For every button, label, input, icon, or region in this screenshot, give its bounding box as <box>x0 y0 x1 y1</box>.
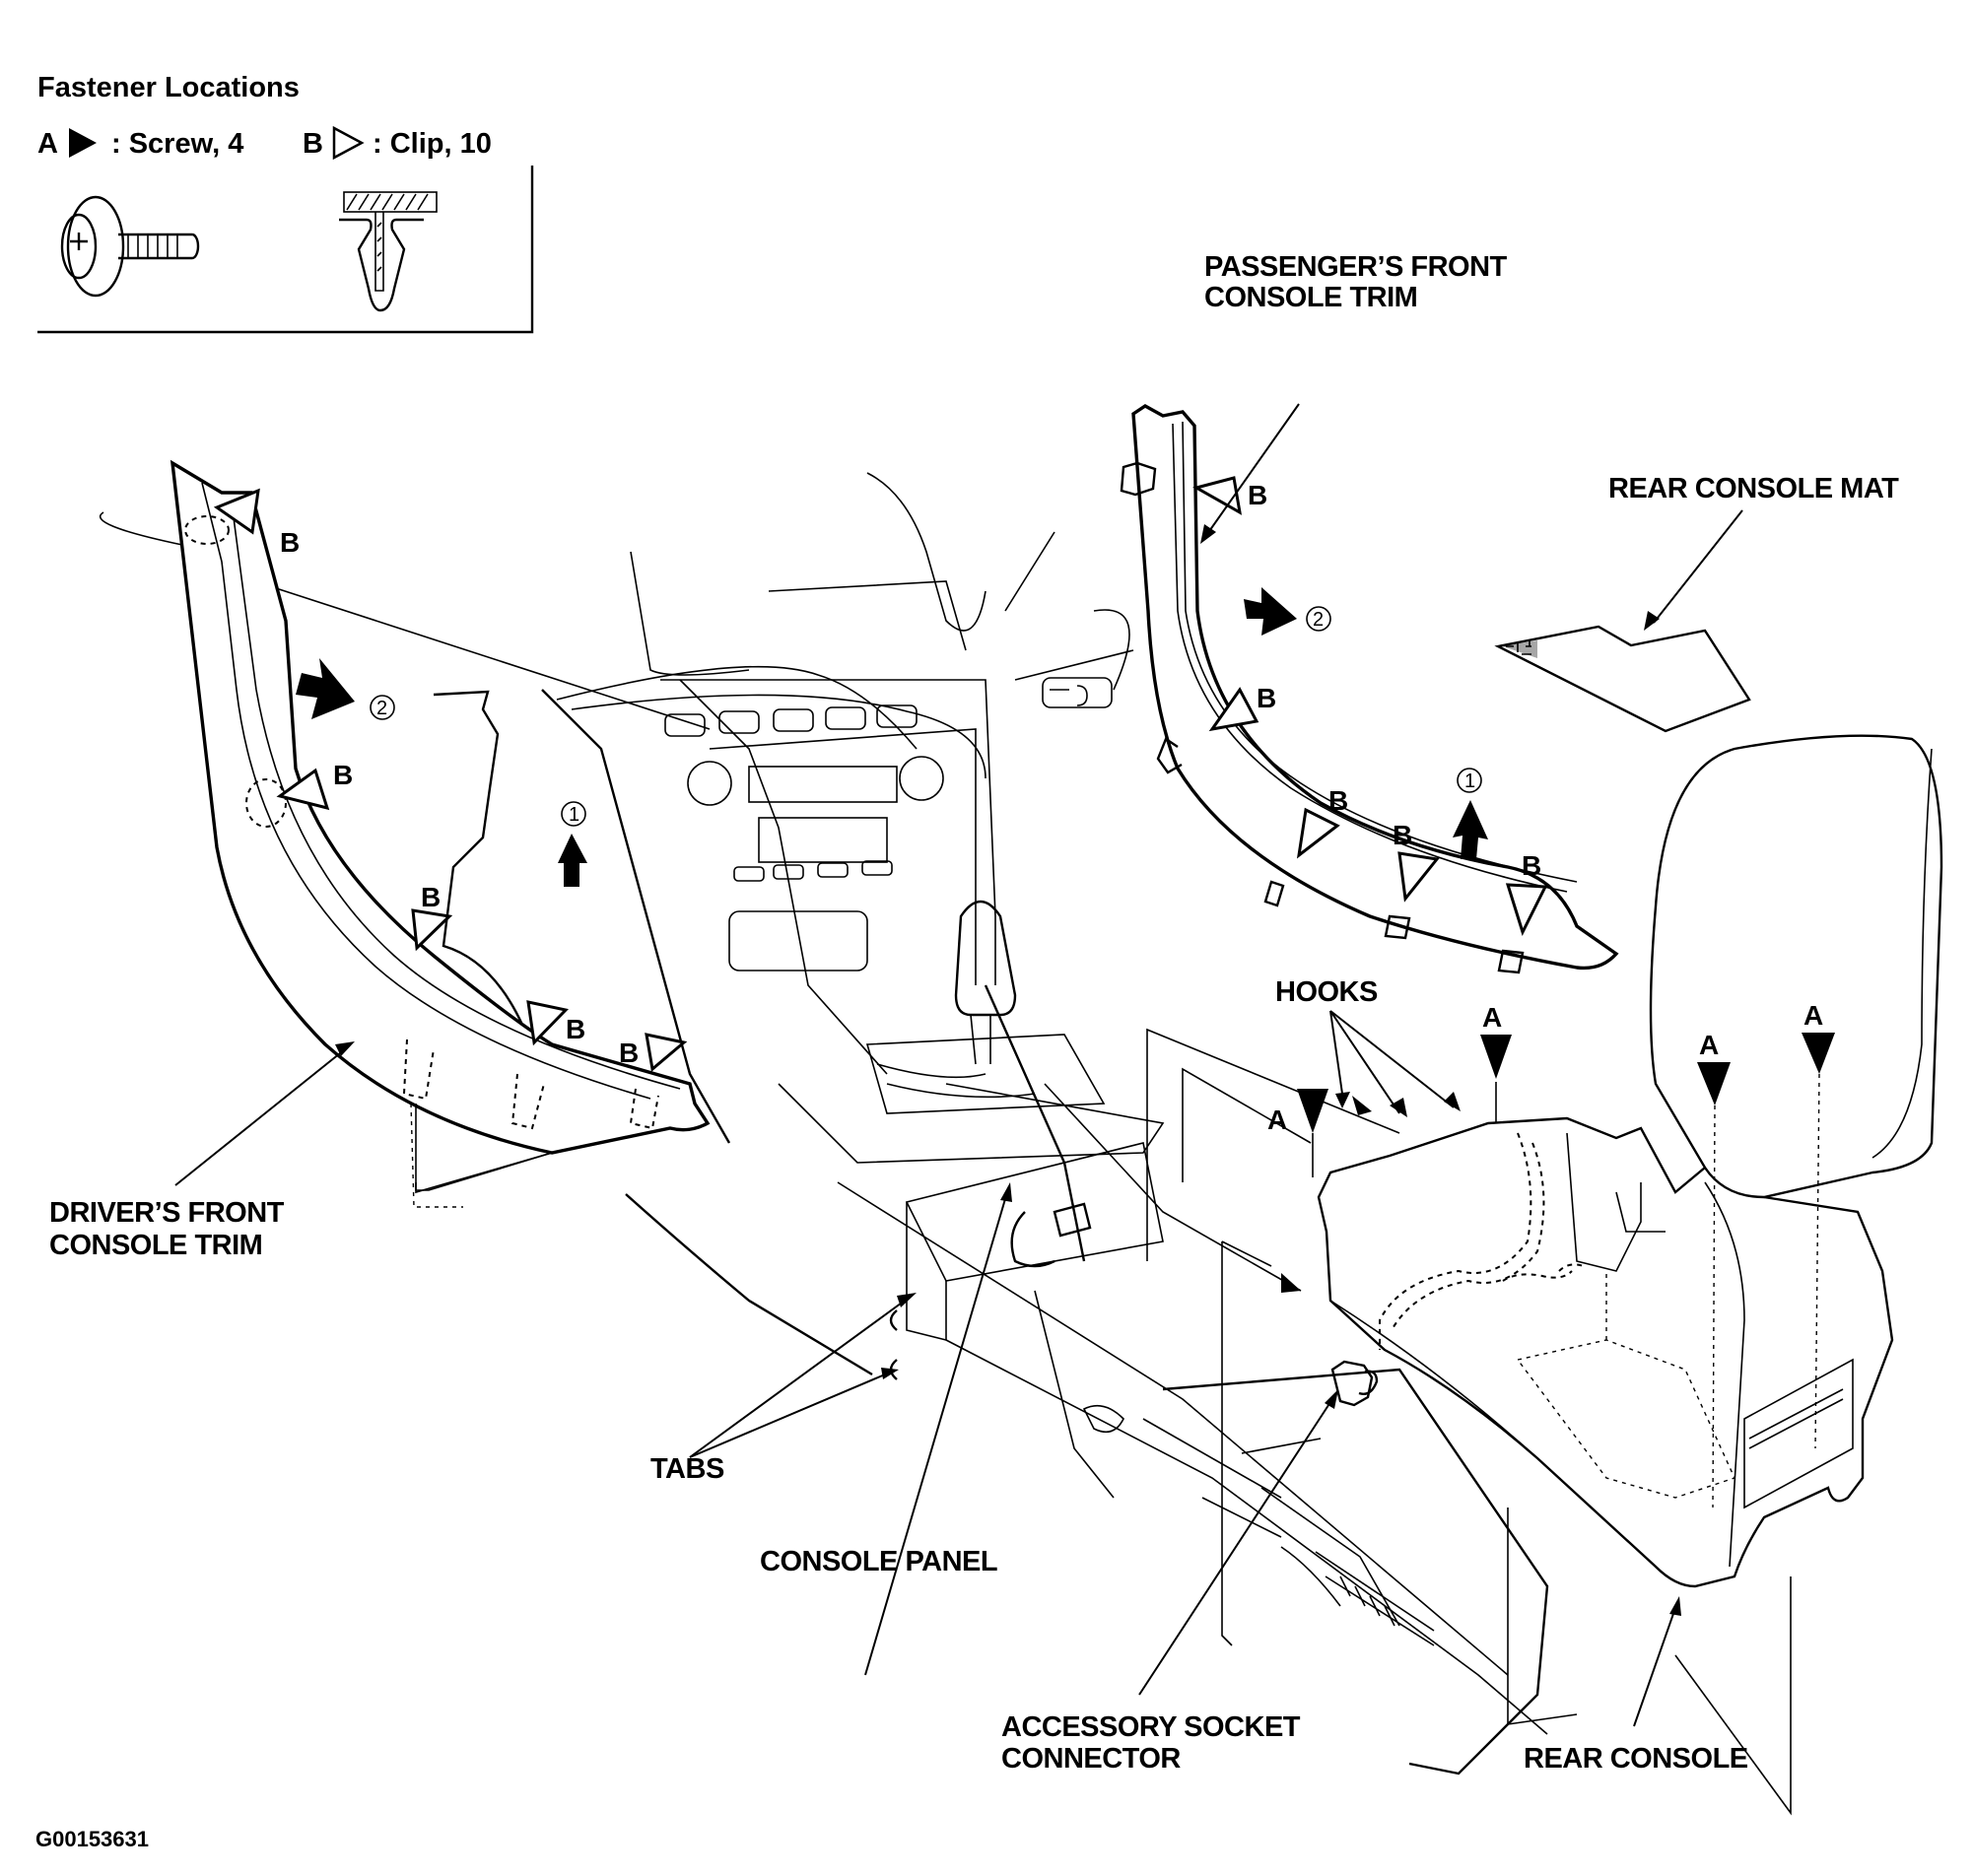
passengers-front-console-trim <box>1120 404 1619 974</box>
legend-b-desc: : Clip, 10 <box>373 128 492 160</box>
clip-icon <box>339 191 438 312</box>
driver-trim-label-line1: DRIVER’S FRONT <box>49 1197 285 1229</box>
console-panel-label: CONSOLE PANEL <box>760 1546 997 1577</box>
shift-lever <box>865 900 1106 1114</box>
legend-b-key: B <box>303 128 323 160</box>
driver-step-arrows: 2 1 <box>296 658 587 887</box>
screw-markers: A A A A <box>1267 1000 1835 1508</box>
driver-clip-markers: B B B B B <box>213 488 688 1072</box>
clip-marker <box>1296 807 1340 859</box>
dashboard-line-art <box>99 472 1549 1776</box>
tabs-label: TABS <box>650 1453 724 1485</box>
screw-icon <box>60 195 200 298</box>
clip-label: B <box>1328 785 1348 816</box>
clip-label: B <box>566 1014 585 1044</box>
legend-box <box>37 166 534 334</box>
hook-arrows <box>1329 1010 1461 1117</box>
screw-marker <box>1802 1033 1835 1074</box>
clip-marker <box>1192 476 1243 515</box>
accessory-socket-label-line2: CONNECTOR <box>1001 1743 1181 1775</box>
clip-marker <box>1397 851 1440 903</box>
clip-marker <box>1505 883 1548 936</box>
screw-label: A <box>1699 1030 1719 1060</box>
passenger-clip-markers: B B B B B <box>1192 476 1548 936</box>
accessory-socket-label-line1: ACCESSORY SOCKET <box>1001 1711 1301 1743</box>
legend: Fastener Locations A : Screw, 4 B : Clip… <box>37 72 534 334</box>
clip-marker-icon <box>332 125 365 161</box>
clip-marker <box>411 908 453 952</box>
step-2-arrow-icon <box>296 658 355 719</box>
step-1-arrow-icon <box>558 834 587 887</box>
rear-console-mat-label: REAR CONSOLE MAT <box>1608 473 1899 504</box>
screw-marker <box>1297 1089 1328 1133</box>
clip-marker <box>1208 687 1259 732</box>
legend-a-desc: : Screw, 4 <box>111 128 243 160</box>
projection-lines <box>415 1028 1792 1816</box>
rear-console-label: REAR CONSOLE <box>1524 1743 1748 1775</box>
clip-label: B <box>280 527 300 558</box>
step-1-arrow-icon <box>1453 800 1488 859</box>
rear-console <box>1317 734 1943 1588</box>
clip-marker <box>213 488 260 535</box>
screw-marker <box>1697 1062 1731 1106</box>
step-2-arrow-icon <box>1244 587 1297 636</box>
passenger-trim-label-line2: CONSOLE TRIM <box>1204 282 1417 313</box>
part-labels: PASSENGER’S FRONT CONSOLE TRIM REAR CONS… <box>35 251 1900 1851</box>
step-2-number: 2 <box>1313 609 1324 631</box>
step-2-number: 2 <box>376 698 387 719</box>
rear-console-mat <box>1494 625 1751 733</box>
passenger-step-arrows: 2 1 <box>1244 587 1488 859</box>
console-panel-base <box>778 1083 1165 1380</box>
step-1-circle <box>561 801 586 827</box>
step-1-number: 1 <box>569 804 579 826</box>
clip-label: B <box>1248 480 1267 510</box>
step-2-circle <box>370 695 395 720</box>
radio-buttons <box>664 704 944 972</box>
clip-marker <box>526 1000 569 1046</box>
legend-a-key: A <box>37 128 58 160</box>
step-2-circle <box>1306 606 1331 632</box>
screw-label: A <box>1803 1000 1823 1031</box>
drivers-front-console-trim <box>170 459 711 1208</box>
hidden-clip <box>510 1073 545 1130</box>
hidden-clip <box>245 778 287 828</box>
clip-marker <box>645 1033 688 1072</box>
leader-lines <box>174 403 1743 1727</box>
accessory-socket <box>1330 1360 1374 1407</box>
clip-label: B <box>1257 683 1276 713</box>
step-1-circle <box>1457 768 1482 793</box>
hidden-clip <box>402 1038 435 1101</box>
legend-title: Fastener Locations <box>37 72 300 103</box>
step-1-number: 1 <box>1464 770 1475 792</box>
clip-marker <box>276 768 330 811</box>
screw-label: A <box>1482 1002 1502 1033</box>
clip-label: B <box>1522 850 1541 881</box>
clip-label: B <box>619 1038 639 1068</box>
clip-label: B <box>333 760 353 790</box>
breakout-line <box>433 690 524 1026</box>
driver-trim-label-line2: CONSOLE TRIM <box>49 1230 262 1261</box>
screw-marker-icon <box>69 128 97 158</box>
hidden-clip <box>184 515 230 545</box>
floor-tunnel <box>837 1181 1549 1776</box>
clip-label: B <box>421 882 441 912</box>
figure-id: G00153631 <box>35 1827 149 1851</box>
hooks-label: HOOKS <box>1275 976 1378 1008</box>
hidden-clip <box>629 1088 659 1130</box>
passenger-trim-label-line1: PASSENGER’S FRONT <box>1204 251 1508 283</box>
clip-label: B <box>1393 820 1412 850</box>
screw-marker <box>1480 1035 1512 1079</box>
